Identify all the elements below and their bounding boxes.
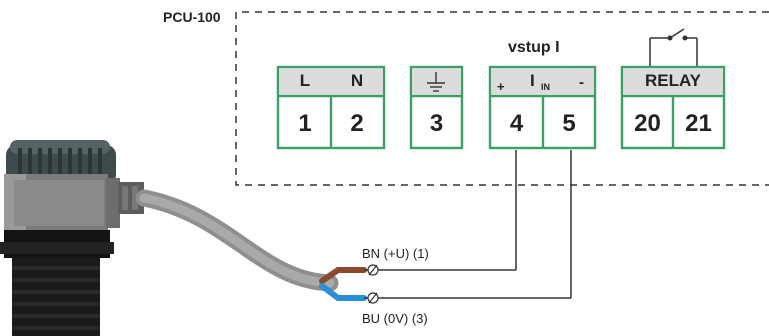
ground-icon (427, 72, 445, 92)
device-boundary (235, 11, 769, 186)
terminal-number-5: 5 (562, 110, 576, 137)
terminal-number-4: 4 (509, 110, 524, 137)
terminal-number-20: 20 (634, 110, 661, 137)
input-minus-sign: - (579, 74, 584, 91)
terminal-number-3: 3 (429, 110, 444, 137)
blue-wire (319, 283, 367, 301)
input-plus-sign: + (497, 79, 505, 94)
terminal-header-relay: RELAY (624, 70, 722, 92)
brown-wire (319, 267, 367, 284)
ultrasonic-sensor (0, 140, 144, 336)
terminal-block-ground (409, 65, 464, 150)
input-current-symbol: I (530, 71, 535, 90)
screw-terminal-icon (367, 264, 379, 304)
terminal-header-l: L (280, 70, 330, 92)
terminal-header-n: N (332, 70, 382, 92)
terminal-number-1: 1 (298, 110, 312, 137)
wire-label-brown: BN (+U) (1) (362, 246, 429, 261)
terminal-number-2: 2 (350, 110, 364, 137)
device-name: PCU-100 (163, 9, 221, 25)
terminal-number-21: 21 (685, 110, 712, 137)
input-label: vstup I (508, 39, 560, 56)
relay-contact-icon (649, 28, 698, 67)
input-current-subscript: IN (541, 82, 550, 92)
wire-label-blue: BU (0V) (3) (362, 311, 428, 326)
